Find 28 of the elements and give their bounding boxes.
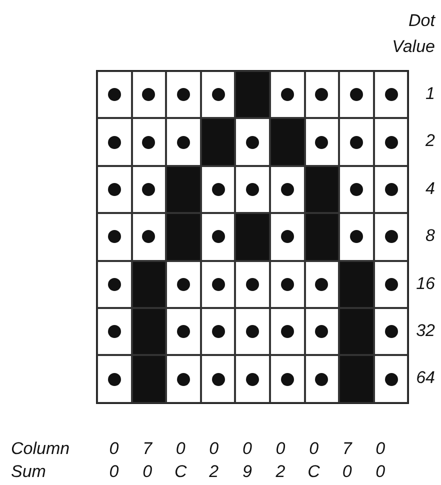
column-digit: 0 (108, 462, 120, 482)
dot-value: 32 (415, 321, 435, 341)
column-digit: 2 (274, 462, 286, 482)
dot-value: 16 (415, 274, 435, 294)
column-digit: 0 (142, 462, 154, 482)
row-label: Sum (11, 462, 46, 482)
column-digit: 0 (274, 439, 286, 459)
column-digit: 0 (374, 462, 386, 482)
column-digit: 7 (341, 439, 354, 459)
dot-value: 2 (424, 131, 435, 152)
column-digit: 0 (208, 439, 220, 459)
column-digit: 0 (341, 462, 353, 482)
dot-value: 64 (415, 368, 435, 388)
column-digit: 0 (374, 439, 386, 459)
dot-value: 4 (424, 178, 435, 199)
column-digit: 0 (241, 439, 253, 459)
column-digit: 9 (241, 462, 253, 482)
dot-value: 1 (424, 84, 435, 104)
column-digit: 2 (208, 462, 220, 482)
dot-value: 8 (424, 226, 435, 246)
column-digit: 0 (108, 439, 120, 459)
column-digit: 0 (174, 439, 186, 459)
column-header: Dot Value (391, 10, 435, 58)
column-digit: C (173, 462, 188, 482)
row-label: Column (11, 439, 70, 459)
column-digit: 0 (308, 439, 320, 459)
column-digit: 7 (142, 439, 154, 459)
column-digit: C (306, 462, 321, 482)
